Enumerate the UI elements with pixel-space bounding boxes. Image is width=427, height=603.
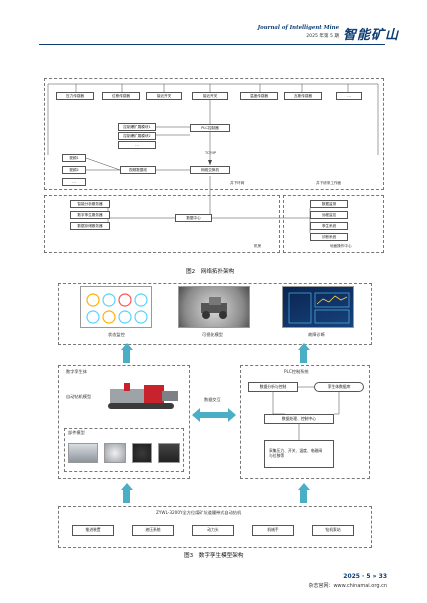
figure-2-caption: 图2 网络拓扑架构 [186,269,235,275]
arrow-head [297,343,310,350]
figure-3-caption: 图3 数字孪生模型架构 [184,553,244,559]
page-footer: 2025 · 5 » 33 杂志官网：www.chinamai.org.cn [0,570,427,603]
device-box: 动力头 [192,525,234,536]
journal-name: Journal of Intelligent Mine [257,25,339,31]
device-box: 推进装置 [72,525,114,536]
drill-rig-3d-model [104,375,184,415]
visual-model-screenshot [178,286,250,328]
sensor-box: 位移传感器 [102,92,140,100]
tcp-ip-label: TCP/IP [205,151,217,155]
arrow-twin-to-display [123,349,130,363]
plc-controller: PLC控制器 [190,124,230,132]
arrow-head [120,343,133,350]
drill-rig-title: ZYWL-3200Y全方位煤矿坑道履带式自动钻机 [156,510,242,515]
header-rule [39,44,385,45]
plc-system-frame [240,365,370,479]
device-box: 机械手 [252,525,294,536]
camera-box: … [62,178,86,186]
server-box: 数据存储服务器 [70,222,110,230]
visual-model-label: 可视化模型 [202,332,223,337]
part-thumb [132,443,152,463]
page-header: Journal of Intelligent Mine 2025 年第 5 期 … [0,0,427,45]
machine-room-frame [44,195,280,253]
terminal-box: 孪生系统 [310,222,348,230]
device-layer-frame [58,506,372,548]
server-box: 数字孪生服务器 [70,211,110,219]
camera-box: 视频1 [62,154,86,162]
fault-diagnosis-screenshot [282,286,354,328]
parts-model-label: 部件模型 [68,430,85,435]
working-face-label: 井下综采工作面 [316,181,342,185]
camera-box: 视频2 [62,166,86,174]
plc-system-title: PLC控制系统 [284,369,309,374]
device-box: 钻机泵站 [312,525,354,536]
sensor-box: … [336,92,362,100]
fault-diagnosis-label: 故障诊断 [308,332,325,337]
parts-model-frame [64,428,184,472]
video-switch: 视频数据线 [120,166,156,174]
journal-website: 杂志官网：www.chinamai.org.cn [308,583,387,589]
arrow-device-to-plc [300,489,307,503]
visual-panel-frame [58,283,372,345]
machine-room-label: 机房 [254,244,262,248]
digital-twin-frame [58,365,190,479]
status-monitor-label: 状态监控 [108,332,125,337]
sensor-box: 温度传感器 [240,92,278,100]
analysis-control-box: 数据分析与控制 [248,382,298,392]
underground-ring-label: 井下环网 [230,181,245,185]
arrow-head [297,483,310,490]
status-monitor-screenshot [80,286,152,328]
terminal-box: 远程监控 [310,211,348,219]
collection-box: 采集压力、开关、温度、电磁阀 与位移等 [264,440,334,468]
part-thumb [68,443,98,463]
terminal-box: 数据监测 [310,200,348,208]
figure-2-network-topology: 压力传感器 位移传感器 接近开关 接近开关 温度传感器 瓦斯传感器 … 控制爆扩… [0,0,427,300]
part-thumb [104,443,126,463]
operation-center-frame [283,195,384,253]
journal-issue: 2025 年第 5 期 [306,34,339,39]
data-center: 数据中心 [175,214,212,222]
device-box: 液压系统 [132,525,174,536]
arrow-device-to-twin [123,489,130,503]
sensor-box: 接近开关 [146,92,182,100]
controller-module: … [118,141,156,149]
operation-center-label: 地面操作中心 [330,244,352,248]
terminal-box: 诊断系统 [310,233,348,241]
sensor-box: 压力传感器 [56,92,94,100]
drill-model-label: 自动钻机模型 [66,394,92,399]
controller-module: 控制爆扩展模块1 [118,123,156,131]
page-number: 2025 · 5 » 33 [343,573,387,580]
arrow-plc-to-display [300,349,307,363]
network-switch: 网络交换机 [190,166,230,174]
journal-logo: 智能矿山 [343,28,400,43]
server-box: 智能分析服务器 [70,200,110,208]
underground-frame [44,78,384,190]
data-exchange-label: 数据交互 [204,397,221,402]
part-thumb [158,443,180,463]
arrow-head [120,483,133,490]
sensor-box: 接近开关 [192,92,228,100]
exchange-arrow [192,408,236,422]
controller-module: 控制爆扩展模块2 [118,132,156,140]
plc-connectors [240,365,370,479]
twin-database: 孪生体数据库 [314,382,364,392]
sensor-box: 瓦斯传感器 [284,92,322,100]
process-center-box: 数据处理、控制中心 [264,414,334,424]
digital-twin-title: 数字孪生体 [66,369,87,374]
